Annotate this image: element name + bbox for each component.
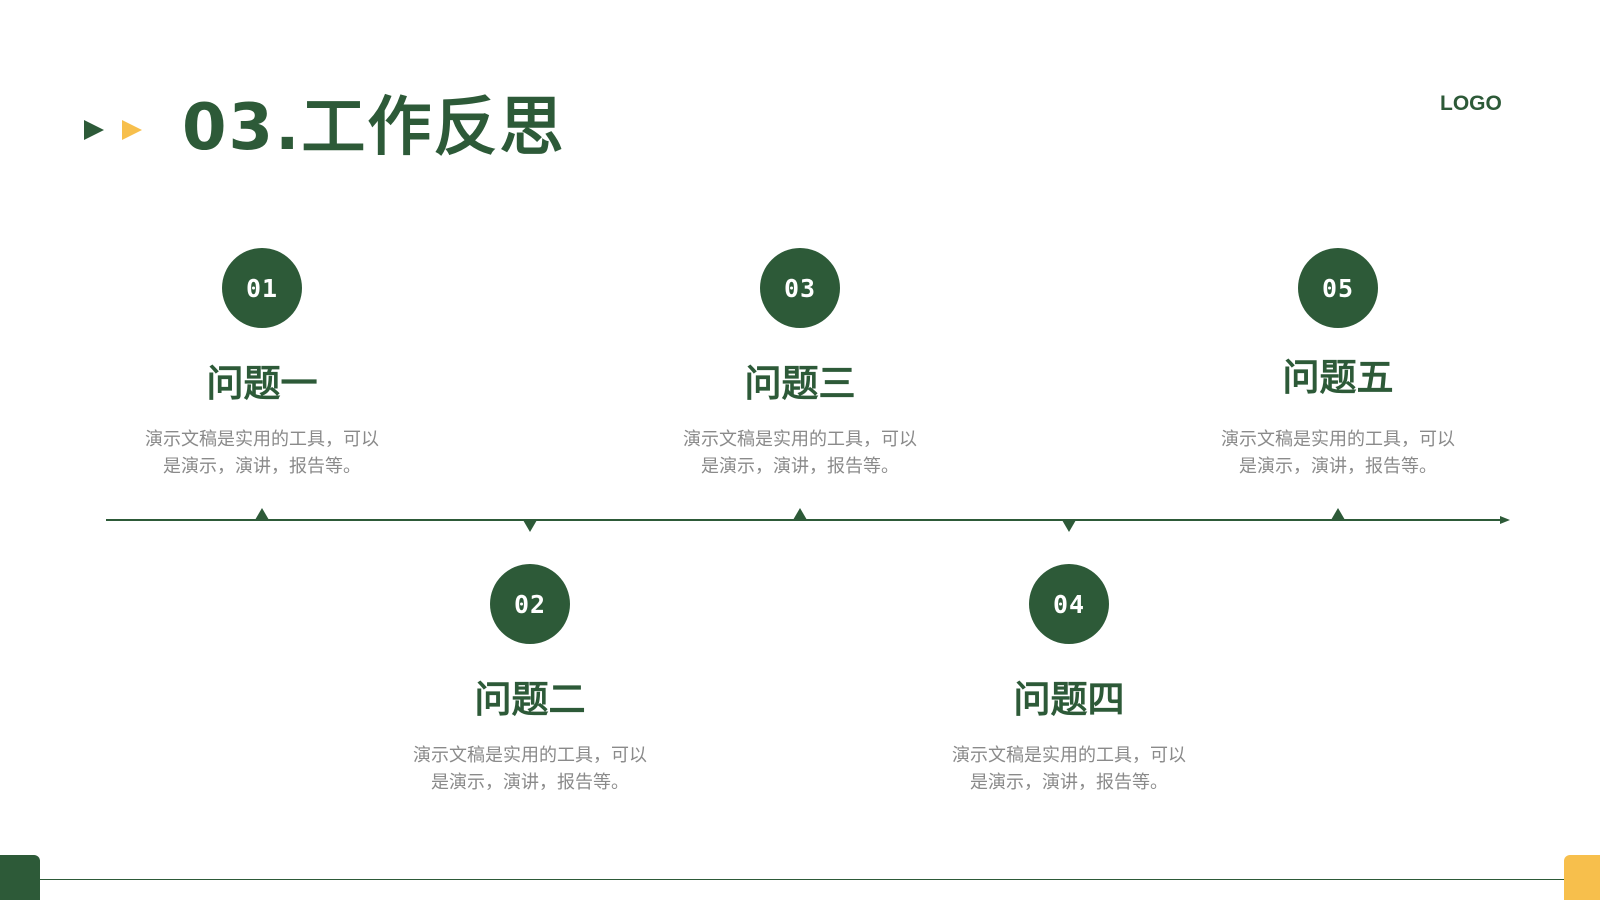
item-description-line: 演示文稿是实用的工具，可以 [413,745,647,766]
item-description-line: 演示文稿是实用的工具，可以 [1221,429,1455,450]
number-badge: 02 [490,564,570,644]
timeline-marker-up [793,508,807,520]
item-title: 问题一 [206,362,318,405]
item-title: 问题四 [1013,678,1125,721]
footer-divider [40,879,1564,880]
item-description-line: 是演示，演讲，报告等。 [970,772,1168,793]
timeline-marker-up [255,508,269,520]
number-badge: 01 [222,248,302,328]
item-title: 问题二 [474,678,586,721]
item-description: 演示文稿是实用的工具，可以 是演示，演讲，报告等。 [1188,426,1488,480]
timeline-marker-down [1062,520,1076,532]
item-description-line: 演示文稿是实用的工具，可以 [683,429,917,450]
logo: LOGO [1440,92,1502,115]
item-description: 演示文稿是实用的工具，可以 是演示，演讲，报告等。 [650,426,950,480]
number-badge: 03 [760,248,840,328]
timeline-marker-down [523,520,537,532]
item-description: 演示文稿是实用的工具，可以 是演示，演讲，报告等。 [112,426,412,480]
number-badge: 04 [1029,564,1109,644]
footer-corner-right [1564,855,1600,900]
item-description-line: 演示文稿是实用的工具，可以 [145,429,379,450]
number-badge: 05 [1298,248,1378,328]
play-arrow-icon [122,120,142,140]
item-description-line: 演示文稿是实用的工具，可以 [952,745,1186,766]
title-arrows-icon [84,120,142,140]
item-description-line: 是演示，演讲，报告等。 [431,772,629,793]
timeline-marker-up [1331,508,1345,520]
page-title: 03.工作反思 [182,91,566,165]
item-description-line: 是演示，演讲，报告等。 [1239,456,1437,477]
item-description-line: 是演示，演讲，报告等。 [701,456,899,477]
item-title: 问题三 [744,362,856,405]
arrow-right-icon [1500,516,1510,524]
item-description: 演示文稿是实用的工具，可以 是演示，演讲，报告等。 [380,742,680,796]
item-title: 问题五 [1282,356,1394,399]
play-arrow-icon [84,120,104,140]
footer-corner-left [0,855,40,900]
item-description: 演示文稿是实用的工具，可以 是演示，演讲，报告等。 [919,742,1219,796]
item-description-line: 是演示，演讲，报告等。 [163,456,361,477]
